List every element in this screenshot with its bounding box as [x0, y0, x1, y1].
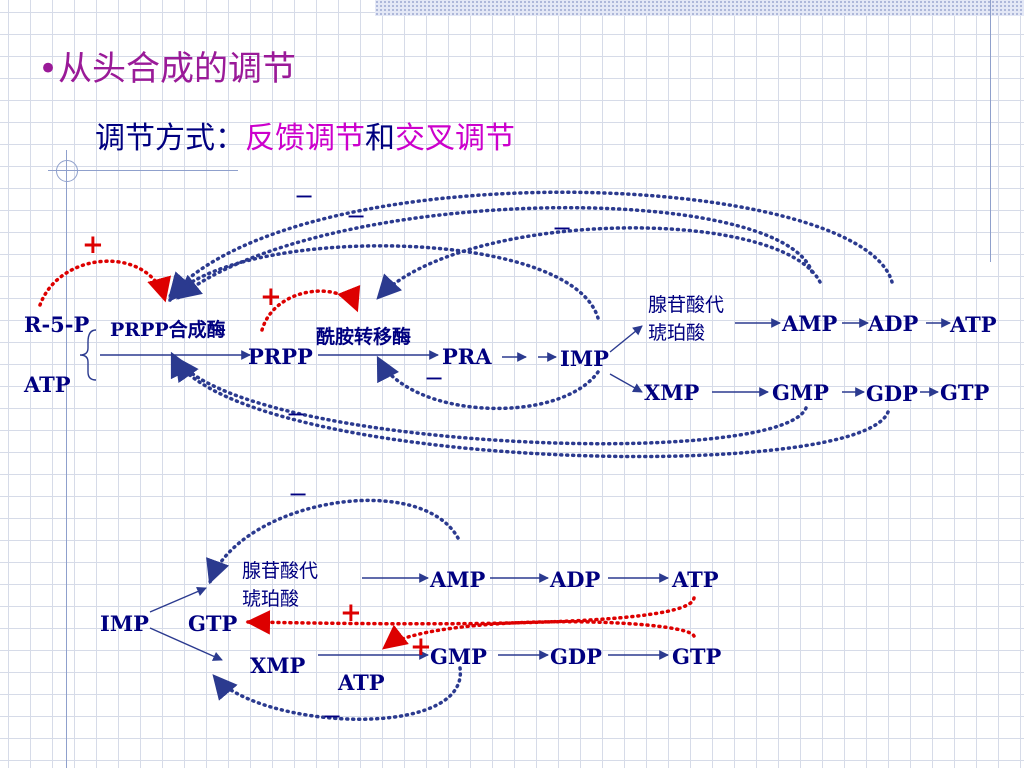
minus-sign-3: −: [552, 214, 573, 242]
lower-node-gtp: GTP: [672, 644, 722, 669]
lower-node-gmp: GMP: [430, 644, 487, 669]
node-imp: IMP: [560, 346, 609, 371]
decorative-horizontal-line: [48, 170, 238, 171]
node-atp: ATP: [950, 312, 997, 337]
inhibit-lower-gmp-to-xmp: [212, 666, 462, 721]
plus-sign-lower-gtp: +: [340, 598, 362, 628]
lower-label-atp: ATP: [338, 670, 385, 695]
node-adenylosuccinate-line2: 琥珀酸: [648, 322, 706, 344]
lower-node-adp: ADP: [550, 567, 601, 592]
inhibit-adp-to-prpp-enzyme: [176, 205, 814, 300]
activate-prpp-to-amidotransferase: [260, 284, 361, 332]
lower-node-xmp: XMP: [250, 653, 306, 678]
lower-node-adenylosuccinate-line1: 腺苷酸代: [242, 560, 319, 582]
node-pra: PRA: [442, 344, 492, 369]
subtitle: 调节方式：反馈调节和交叉调节: [95, 124, 515, 154]
decorative-vertical-line: [66, 150, 67, 768]
plus-sign-prpp: +: [260, 282, 282, 312]
arrow-imp-to-adenylosuccinate: [609, 325, 643, 353]
minus-sign-2: −: [346, 202, 367, 230]
arrow-lower-imp-to-xmp: [149, 627, 223, 661]
activate-r5p-to-prpp-enzyme: [38, 259, 171, 307]
lower-node-atp: ATP: [672, 567, 719, 592]
plus-sign-lower-atp: +: [410, 632, 432, 662]
arrow-imp-to-xmp: [609, 373, 643, 393]
minus-sign-1: −: [294, 182, 315, 210]
plus-sign-r5p: +: [82, 230, 104, 260]
slide-title: •从头合成的调节: [38, 49, 297, 89]
activate-atp-to-gmp-branch: [382, 619, 696, 650]
enzyme-amidotransferase: 酰胺转移酶: [316, 326, 412, 348]
node-adp: ADP: [868, 311, 919, 336]
node-amp: AMP: [782, 311, 838, 336]
activate-gtp-to-amp-branch: [245, 596, 696, 635]
minus-sign-6: −: [288, 480, 309, 508]
node-gtp: GTP: [940, 380, 990, 405]
subtitle-prefix: 调节方式：: [95, 121, 245, 156]
brace-r5p-atp: [79, 329, 97, 381]
inhibit-imp-to-amidotransferase-low: [376, 355, 600, 411]
lower-node-gdp: GDP: [550, 644, 602, 669]
inhibit-gdp-to-prpp-enzyme: [170, 351, 890, 459]
minus-sign-lower: −: [322, 702, 343, 730]
inhibit-imp-to-prpp-enzyme: [168, 244, 600, 320]
node-r5p: R-5-P: [24, 312, 90, 337]
minus-sign-4: −: [424, 364, 445, 392]
inhibit-amp-to-amidotransferase: [376, 226, 822, 300]
decorative-circle: [56, 160, 78, 182]
arrow-lower-imp-to-adenylosuccinate: [149, 586, 207, 613]
subtitle-feedback: 反馈调节: [245, 121, 365, 156]
minus-sign-5: −: [286, 400, 307, 428]
subtitle-cross: 交叉调节: [395, 121, 515, 156]
node-adenylosuccinate-line1: 腺苷酸代: [648, 294, 725, 316]
lower-label-gtp: GTP: [188, 611, 238, 636]
inhibit-lower-amp-to-adenylosuccinate: [206, 498, 460, 585]
lower-node-imp: IMP: [100, 611, 149, 636]
lower-node-adenylosuccinate-line2: 琥珀酸: [242, 588, 300, 610]
enzyme-prpp-synthetase: PRPP合成酶: [110, 319, 226, 341]
right-decorative-line: [990, 0, 991, 262]
inhibit-atp-to-prpp-enzyme: [168, 190, 894, 298]
lower-node-amp: AMP: [430, 567, 486, 592]
node-gdp: GDP: [866, 381, 918, 406]
node-xmp: XMP: [644, 380, 700, 405]
node-prpp: PRPP: [248, 344, 313, 369]
node-atp-input: ATP: [24, 372, 71, 397]
subtitle-and: 和: [365, 121, 395, 156]
inhibit-gmp-to-prpp-enzyme: [174, 355, 808, 446]
node-gmp: GMP: [772, 380, 829, 405]
top-decorative-band: [375, 0, 1024, 16]
